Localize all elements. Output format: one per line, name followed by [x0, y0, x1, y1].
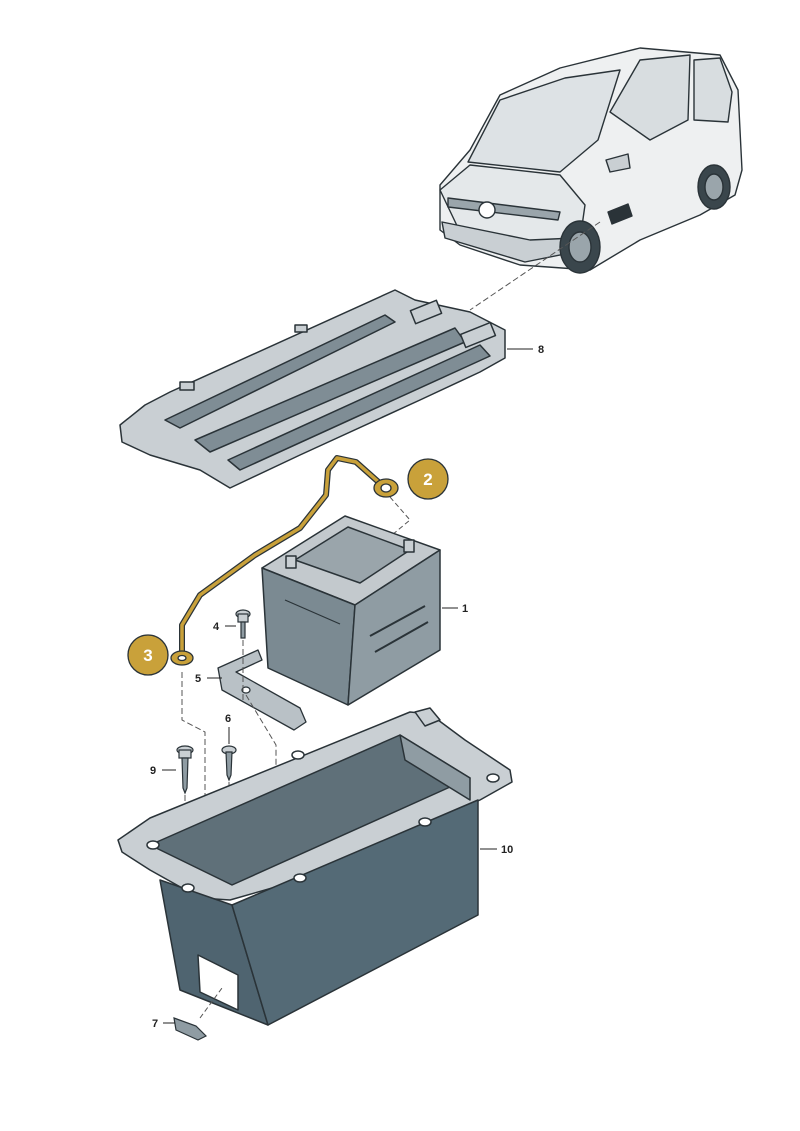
- screw-item-6: [221, 745, 237, 782]
- callout-number-4: 4: [213, 621, 220, 633]
- terminal-leader-line: [389, 496, 411, 536]
- vehicle-illustration: [439, 47, 743, 274]
- svg-text:3: 3: [143, 646, 152, 665]
- cable-terminal-connector: [373, 478, 399, 498]
- battery-cover-plate: [119, 289, 506, 489]
- callout-number-9: 9: [150, 765, 156, 777]
- cable-eyelet: [170, 650, 194, 666]
- drain-plug-item-7: [173, 1017, 208, 1041]
- highlight-badge-2: 2: [407, 458, 449, 500]
- earth-cable-highlighted: [179, 455, 386, 655]
- battery-tray: [117, 707, 513, 1026]
- callout-number-10: 10: [501, 844, 513, 856]
- callout-number-6: 6: [225, 713, 231, 725]
- bolt-item-4: [235, 609, 251, 639]
- vehicle-leader-line: [469, 221, 601, 311]
- hold-down-bracket: [217, 649, 307, 731]
- callout-number-8: 8: [538, 344, 544, 356]
- callout-number-7: 7: [152, 1018, 158, 1030]
- bolt-item-9: [176, 745, 194, 795]
- plug-leader-line: [199, 987, 223, 1019]
- callout-number-5: 5: [195, 673, 201, 685]
- svg-text:2: 2: [423, 470, 432, 489]
- highlight-badge-3: 3: [127, 634, 169, 676]
- callout-number-1: 1: [462, 603, 468, 615]
- battery: [261, 515, 441, 706]
